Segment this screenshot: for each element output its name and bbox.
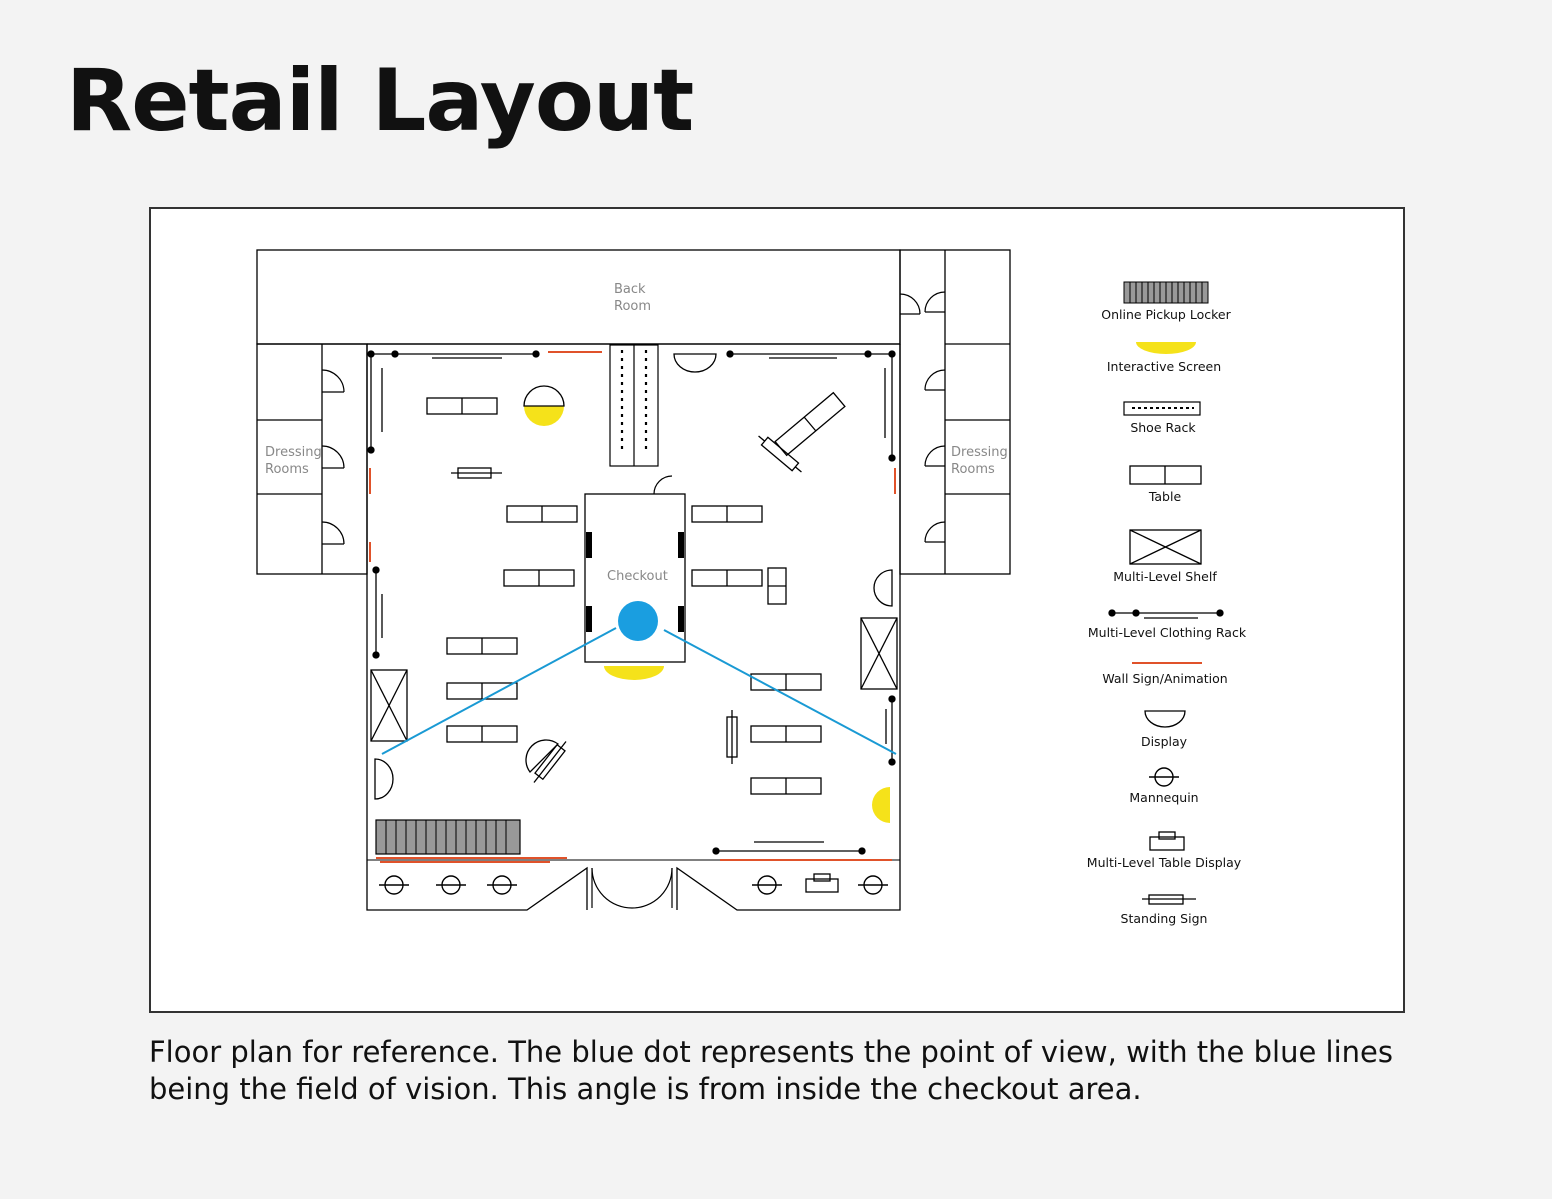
multi-level-shelves bbox=[370, 617, 898, 742]
angled-table-display bbox=[758, 391, 846, 473]
legend-table-display-icon bbox=[1149, 831, 1185, 851]
legend-interactive-screen: Interactive Screen bbox=[1107, 359, 1221, 374]
room-labels: Back Room Dressing Rooms Dressing Rooms bbox=[265, 282, 1008, 477]
floor-plan-frame: Back Room Dressing Rooms Dressing Rooms … bbox=[149, 207, 1405, 1013]
standing-signs bbox=[451, 467, 738, 783]
mannequins bbox=[378, 873, 889, 895]
page-title: Retail Layout bbox=[66, 51, 694, 151]
legend-table-icon bbox=[1129, 465, 1202, 485]
legend-multi-level-shelf: Multi-Level Shelf bbox=[1113, 569, 1217, 584]
legend-clothing-rack-icon bbox=[1108, 609, 1224, 619]
walls bbox=[256, 249, 1011, 911]
caption: Floor plan for reference. The blue dot r… bbox=[149, 1035, 1393, 1106]
shoe-racks bbox=[609, 344, 659, 467]
dressing-rooms-left-label-2: Rooms bbox=[265, 462, 309, 477]
legend-locker-icon bbox=[1123, 281, 1209, 304]
legend: Online Pickup Locker Interactive Screen … bbox=[1087, 281, 1247, 926]
doors bbox=[321, 291, 946, 909]
legend-standing-sign-icon bbox=[1142, 894, 1196, 905]
floor-plan: Back Room Dressing Rooms Dressing Rooms … bbox=[256, 249, 1247, 926]
legend-shelf-icon bbox=[1129, 529, 1202, 565]
clothing-racks bbox=[367, 350, 896, 855]
legend-interactive-screen-icon bbox=[1136, 342, 1196, 354]
checkout-area: Checkout bbox=[584, 493, 686, 663]
legend-multi-level-table-display: Multi-Level Table Display bbox=[1087, 855, 1242, 870]
checkout-label: Checkout bbox=[607, 569, 668, 584]
legend-multi-level-clothing-rack: Multi-Level Clothing Rack bbox=[1088, 625, 1247, 640]
tables bbox=[426, 397, 822, 795]
legend-mannequin: Mannequin bbox=[1129, 790, 1198, 805]
interactive-screens bbox=[524, 406, 890, 823]
legend-mannequin-icon bbox=[1148, 767, 1180, 787]
legend-shoe-rack: Shoe Rack bbox=[1130, 420, 1196, 435]
legend-online-pickup-locker: Online Pickup Locker bbox=[1101, 307, 1231, 322]
wall-signs bbox=[369, 351, 896, 863]
legend-display: Display bbox=[1141, 734, 1188, 749]
legend-standing-sign: Standing Sign bbox=[1121, 911, 1208, 926]
dressing-rooms-right-label: Dressing bbox=[951, 445, 1008, 460]
online-pickup-locker bbox=[375, 819, 521, 855]
displays bbox=[374, 353, 893, 800]
legend-table: Table bbox=[1148, 489, 1182, 504]
legend-wall-sign: Wall Sign/Animation bbox=[1102, 671, 1227, 686]
field-of-vision bbox=[381, 627, 897, 755]
dressing-rooms-right-label-2: Rooms bbox=[951, 462, 995, 477]
legend-shoe-rack-icon bbox=[1123, 401, 1201, 416]
dressing-rooms-left-label: Dressing bbox=[265, 445, 322, 460]
point-of-view-dot bbox=[618, 601, 658, 641]
legend-display-icon bbox=[1144, 710, 1186, 728]
back-room-label: Back bbox=[614, 282, 646, 297]
back-room-label-2: Room bbox=[614, 299, 651, 314]
